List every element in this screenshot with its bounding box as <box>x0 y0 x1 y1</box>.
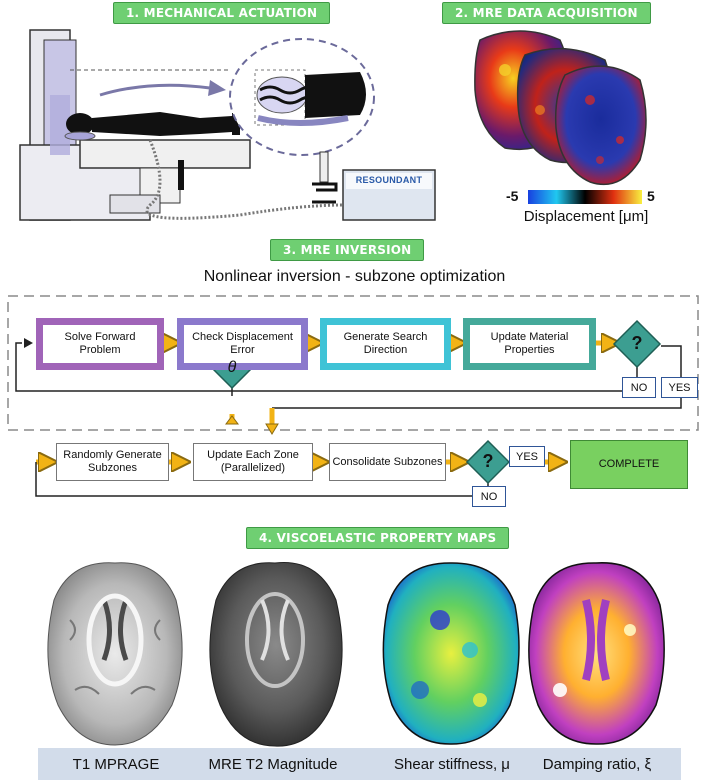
decision-diamond-2 <box>465 439 511 485</box>
head-driver-small <box>64 131 96 141</box>
brain-damping-ratio <box>528 562 665 745</box>
map-label-shear-stiffness: Shear stiffness, μ <box>394 756 510 773</box>
zoom-inset <box>229 38 375 156</box>
step-update-material-properties: Update Material Properties <box>463 318 596 370</box>
zoom-arrow <box>99 83 211 97</box>
step-solve-forward-problem: Solve Forward Problem <box>36 318 164 370</box>
patient-silhouette <box>66 112 240 136</box>
colorbar-min: -5 <box>506 188 519 204</box>
decision-mark-2: ? <box>482 451 494 471</box>
theta-mark: θ <box>227 359 237 376</box>
stage-label-mechanical-actuation: 1. MECHANICAL ACTUATION <box>113 2 331 24</box>
loop-outline <box>7 295 699 431</box>
decision-diamond-1 <box>612 319 662 369</box>
decision-mark-1: ? <box>631 333 643 353</box>
stage-label-mre-inversion: 3. MRE INVERSION <box>270 239 425 261</box>
step-randomly-generate-subzones: Randomly Generate Subzones <box>56 443 169 481</box>
colorbar-max: 5 <box>647 188 655 204</box>
map-label-t1: T1 MPRAGE <box>72 756 160 773</box>
displacement-colorbar <box>528 190 642 204</box>
step-consolidate-subzones: Consolidate Subzones <box>329 443 446 481</box>
displacement-images <box>474 30 647 186</box>
brain-t1 <box>47 562 183 746</box>
complete-box: COMPLETE <box>570 440 688 489</box>
stage-label-mre-data-acquisition: 2. MRE DATA ACQUISITION <box>442 2 651 24</box>
yes-label-2: YES <box>509 446 545 467</box>
driver-cable <box>145 139 346 220</box>
pole-connector <box>312 151 338 204</box>
no-label-2: NO <box>472 486 506 507</box>
stage-label-viscoelastic-maps: 4. VISCOELASTIC PROPERTY MAPS <box>246 527 510 549</box>
step-generate-search-direction: Generate Search Direction <box>320 318 451 370</box>
step-update-each-zone: Update Each Zone (Parallelized) <box>193 443 313 481</box>
map-label-damping-ratio: Damping ratio, ξ <box>542 756 652 773</box>
yes-label-1: YES <box>661 377 698 398</box>
map-label-t2: MRE T2 Magnitude <box>208 756 338 773</box>
resoundant-logo-text: RESOUNDANT <box>355 175 423 185</box>
map-label-band <box>38 748 681 780</box>
brain-t2 <box>209 561 343 747</box>
mri-scanner <box>19 29 251 221</box>
no-label-1: NO <box>622 377 656 398</box>
step-check-displacement-error: Check Displacement Error <box>177 318 308 370</box>
brain-shear-stiffness <box>382 562 520 745</box>
inversion-subtitle: Nonlinear inversion - subzone optimizati… <box>203 268 506 285</box>
resoundant-driver <box>342 169 436 221</box>
colorbar-label: Displacement [μm] <box>523 208 649 225</box>
